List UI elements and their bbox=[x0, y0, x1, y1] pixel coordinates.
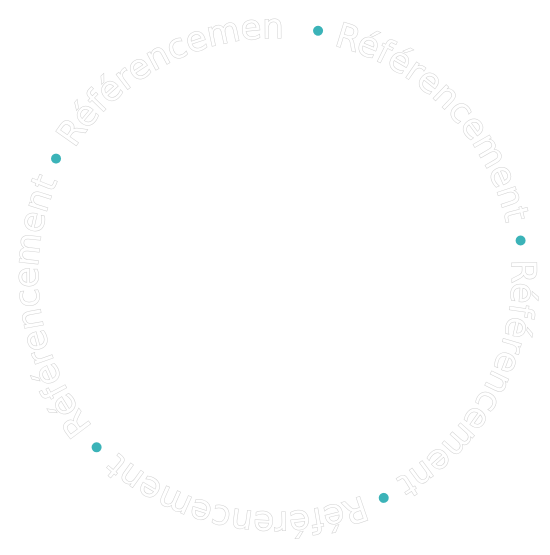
ring-words: RéférencementRéférencementRéférencementR… bbox=[0, 0, 543, 544]
separator-dot bbox=[515, 235, 526, 246]
ring-word: Référencement bbox=[331, 15, 537, 226]
ring-word: Référencement bbox=[7, 168, 100, 445]
separator-dot bbox=[378, 492, 389, 503]
separator-dot bbox=[313, 25, 324, 36]
ring-dots bbox=[51, 25, 526, 503]
separator-dot bbox=[91, 442, 102, 453]
separator-dot bbox=[51, 153, 62, 164]
ring-word: Référencement bbox=[390, 259, 543, 506]
ring-word: Référencement bbox=[0, 0, 285, 153]
ring-word: Référencement bbox=[98, 445, 373, 543]
